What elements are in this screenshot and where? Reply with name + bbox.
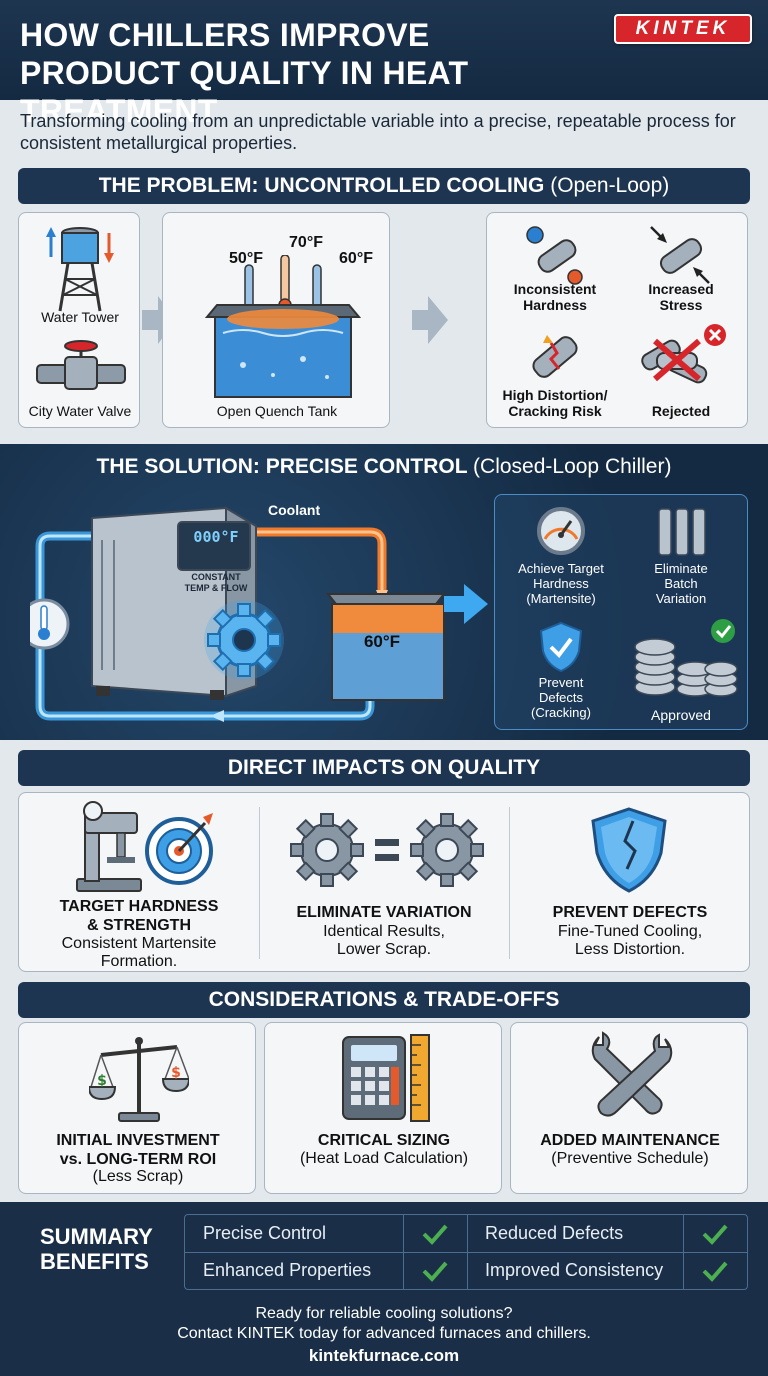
uniform-parts-icon	[658, 508, 706, 556]
cracked-shield-icon	[591, 807, 667, 893]
open-quench-tank-card: 50°F 70°F 60°F Open Quench Tank	[162, 212, 390, 428]
chiller-display: 000°F	[193, 528, 239, 546]
benefit-reduced-defects: Reduced Defects	[485, 1223, 624, 1243]
arrow-right-icon	[412, 296, 448, 344]
considerations-section-bar: CONSIDERATIONS & TRADE-OFFS	[18, 982, 750, 1018]
eliminate-variation-title: ELIMINATE VARIATION	[296, 904, 472, 921]
arrow-right-icon	[142, 296, 176, 344]
open-quench-tank-label: Open Quench Tank	[216, 403, 338, 419]
gauge-icon	[537, 507, 585, 555]
target-hardness-title: TARGET HARDNESS& STRENGTH	[59, 898, 219, 934]
tank-temp-60-label: 60°F	[363, 632, 401, 651]
critical-sizing-desc: (Heat Load Calculation)	[299, 1150, 469, 1167]
gear-icon	[207, 603, 281, 677]
cta-question: Ready for reliable cooling solutions?	[255, 1305, 513, 1322]
problem-section-bar: THE PROBLEM: UNCONTROLLED COOLING (Open-…	[18, 168, 750, 204]
solution-section-title: THE SOLUTION: PRECISE CONTROL (Closed-Lo…	[96, 455, 672, 478]
check-icon	[422, 1261, 448, 1282]
kintek-logo[interactable]: KINTEK	[614, 14, 752, 44]
svg-text:$: $	[171, 1065, 181, 1081]
temp-50-label: 50°F	[229, 250, 263, 267]
check-icon	[702, 1261, 728, 1282]
impacts-section-bar: DIRECT IMPACTS ON QUALITY	[18, 750, 750, 786]
shield-check-icon	[539, 621, 583, 673]
water-tower-label: Water Tower	[41, 309, 119, 325]
page-title: HOW CHILLERS IMPROVE PRODUCT QUALITY IN …	[20, 17, 469, 129]
rejected-label: Rejected	[651, 403, 711, 419]
eliminate-variation-desc: Identical Results,Lower Scrap.	[323, 923, 445, 958]
hardness-tester-target-icon	[76, 801, 213, 892]
initial-investment-desc: (Less Scrap)	[92, 1168, 184, 1185]
city-water-valve-label: City Water Valve	[28, 403, 132, 419]
approved-parts-icon	[634, 619, 738, 697]
critical-sizing-title: CRITICAL SIZING	[317, 1132, 451, 1149]
subtitle: Transforming cooling from an unpredictab…	[20, 111, 736, 153]
benefit-precise-control: Precise Control	[203, 1223, 327, 1243]
valve-icon	[36, 340, 126, 390]
equal-gears-icon	[290, 813, 484, 887]
quench-tank-icon	[204, 255, 362, 398]
stress-icon	[650, 226, 710, 284]
distortion-cracking-label: High Distortion/Cracking Risk	[502, 387, 608, 419]
calculator-ruler-icon	[342, 1034, 430, 1122]
prevent-defects-title: PREVENT DEFECTS	[552, 904, 708, 921]
balance-scale-icon: $ $	[89, 1037, 189, 1122]
check-icon	[702, 1224, 728, 1245]
water-tower-icon	[46, 227, 114, 312]
approved-label: Approved	[651, 707, 711, 723]
check-icon	[422, 1224, 448, 1245]
wrench-icon	[591, 1031, 673, 1117]
rejected-parts-icon	[641, 324, 726, 384]
prevent-defects-desc: Fine-Tuned Cooling,Less Distortion.	[557, 923, 703, 958]
coolant-label: Coolant	[268, 502, 321, 518]
maintenance-card: ADDED MAINTENANCE (Preventive Schedule)	[510, 1022, 748, 1194]
cooling-sources-card: Water Tower City Water Valve	[18, 212, 140, 428]
svg-text:$: $	[97, 1073, 107, 1089]
impacts-card: TARGET HARDNESS& STRENGTH Consistent Mar…	[18, 792, 750, 972]
temp-60-label: 60°F	[339, 250, 373, 267]
arrow-right-icon	[444, 584, 488, 624]
added-maintenance-title: ADDED MAINTENANCE	[540, 1132, 720, 1149]
temp-70-label: 70°F	[289, 234, 323, 251]
added-maintenance-desc: (Preventive Schedule)	[551, 1150, 709, 1167]
summary-benefits-grid: Precise Control Reduced Defects Enhanced…	[184, 1214, 748, 1290]
cta-contact: Contact KINTEK today for advanced furnac…	[177, 1325, 591, 1342]
inconsistent-hardness-icon	[526, 226, 583, 285]
closed-loop-diagram	[30, 506, 447, 722]
benefit-enhanced-properties: Enhanced Properties	[203, 1260, 372, 1280]
cracked-part-icon	[532, 335, 578, 378]
benefit-improved-consistency: Improved Consistency	[485, 1260, 664, 1280]
website-link[interactable]: kintekfurnace.com	[308, 1346, 460, 1365]
sizing-card: CRITICAL SIZING (Heat Load Calculation)	[264, 1022, 502, 1194]
